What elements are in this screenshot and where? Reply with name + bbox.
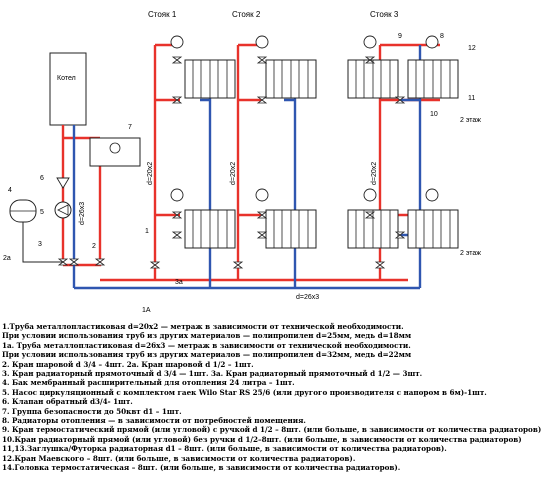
riser-2-title: Стояк 2: [232, 10, 261, 19]
thermostat-head-icon: [363, 188, 377, 202]
callout-1: 1: [145, 228, 149, 235]
radiator-r2-floor2: [265, 59, 317, 99]
thermostat-head-icon: [170, 35, 184, 49]
pump-icon: [54, 201, 72, 219]
radiator-r1-floor1: [184, 209, 236, 249]
heating-schematic: Стояк 1 Стояк 2 Стояк 3 Котел: [3, 10, 481, 314]
callout-4: 4: [8, 187, 12, 194]
pipe-label-riser3: d=20x2: [371, 162, 378, 185]
legend-line: При условии использования труб из других…: [2, 350, 412, 360]
boiler-label: Котел: [57, 75, 76, 82]
boiler: [49, 52, 87, 126]
callout-12: 12: [468, 45, 476, 52]
legend-line: 3. Кран радиаторный прямоточный d 3/4 — …: [2, 369, 423, 379]
legend-line: При условии использования труб из других…: [2, 331, 412, 341]
callout-2a: 2а: [3, 255, 11, 262]
callout-9: 9: [398, 33, 402, 40]
radiator-r3b-floor2: [407, 59, 459, 99]
legend-line: 1а. Труба металлопластиковая d=26x3 — ме…: [2, 340, 411, 350]
thermostat-head-icon: [425, 35, 439, 49]
legend-line: 14.Головка термостатическая – 8шт. (или …: [2, 463, 401, 473]
callout-6: 6: [40, 175, 44, 182]
legend-line: 12.Кран Маевского – 8шт. (или больше, в …: [2, 453, 356, 463]
legend: 1.Труба металлопластиковая d=20x2 — метр…: [2, 322, 541, 480]
legend-line: 10.Кран радиаторный прямой (или угловой)…: [2, 434, 522, 444]
valve-icon: [233, 261, 243, 269]
callout-8: 8: [440, 33, 444, 40]
legend-line: 4. Бак мембранный расширительный для ото…: [2, 378, 295, 388]
valve-icon: [69, 258, 79, 266]
callout-3: 3: [38, 241, 42, 248]
radiator-r3a-floor1: [347, 209, 399, 249]
callout-10: 10: [430, 111, 438, 118]
pipe-label-riser2: d=20x2: [230, 162, 237, 185]
riser-3-title: Стояк 3: [370, 10, 399, 19]
thermostat-head-icon: [170, 188, 184, 202]
check-valve-icon: [56, 177, 70, 189]
thermostat-head-icon: [425, 188, 439, 202]
legend-line: 1.Труба металлопластиковая d=20x2 — метр…: [2, 322, 404, 331]
callout-1a: 1А: [142, 307, 151, 314]
callout-5: 5: [40, 209, 44, 216]
pipe-label-riser1: d=20x2: [147, 162, 154, 185]
riser-1-title: Стояк 1: [148, 10, 177, 19]
valve-icon: [257, 56, 267, 64]
callout-7: 7: [128, 124, 132, 131]
legend-line: 6. Клапан обратный d3/4- 1шт.: [2, 397, 133, 407]
pipe-label-boiler: d=26x3: [79, 202, 86, 225]
radiator-r3b-floor1: [407, 209, 459, 249]
pipe-label-main: d=26x3: [296, 294, 319, 301]
legend-line: 9. Кран термостатический прямой (или угл…: [2, 425, 541, 435]
legend-line: 11,13.Заглушка/Футорка радиаторная d1 – …: [2, 444, 447, 454]
callout-2: 2: [92, 243, 96, 250]
floor-label-bottom: 2 этаж: [460, 250, 481, 257]
valve-icon: [257, 231, 267, 239]
valve-icon: [150, 261, 160, 269]
thermostat-head-icon: [255, 35, 269, 49]
valve-icon: [375, 261, 385, 269]
floor-label-top: 2 этаж: [460, 117, 481, 124]
legend-line: 7. Группа безопасности до 50квт d1 – 1шт…: [2, 406, 182, 416]
valve-icon: [95, 258, 105, 266]
callout-3a: 3а: [175, 279, 183, 286]
thermostat-head-icon: [255, 188, 269, 202]
legend-line: 8. Радиаторы отопления — в зависимости о…: [2, 416, 306, 426]
thermostat-head-icon: [363, 35, 377, 49]
radiator-r1-floor2: [184, 59, 236, 99]
radiator-r2-floor1: [265, 209, 317, 249]
callout-11: 11: [468, 95, 475, 102]
legend-line: 2. Кран шаровой d 3/4 – 4шт. 2а. Кран ша…: [2, 359, 254, 369]
valve-icon: [172, 56, 182, 64]
radiator-r3a-floor2: [347, 59, 399, 99]
legend-line: 5. Насос циркуляционный с комплектом гае…: [2, 387, 487, 397]
valve-icon: [172, 231, 182, 239]
